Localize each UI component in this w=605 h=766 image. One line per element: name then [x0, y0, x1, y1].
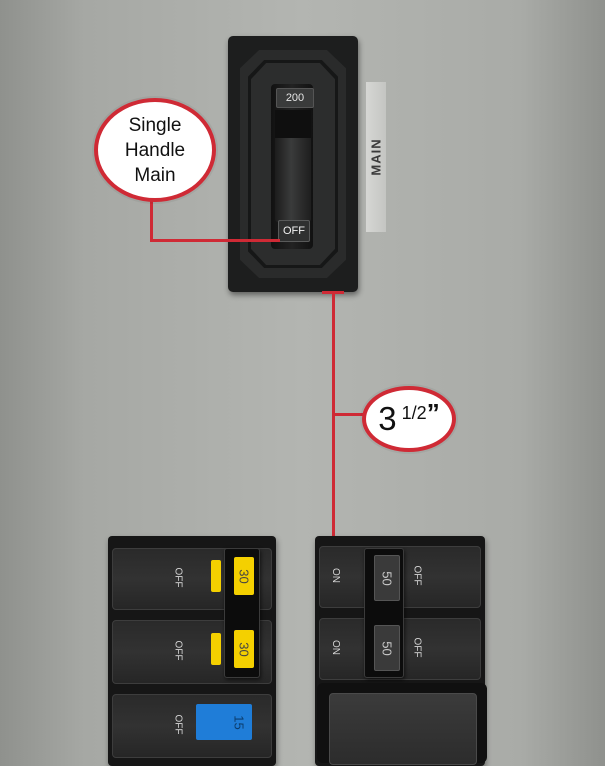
- dimension-tick-top: [322, 291, 344, 294]
- dimension-unit: ”: [426, 397, 440, 428]
- breaker-rating: 50: [379, 570, 395, 586]
- breaker-rating: 15: [231, 714, 247, 730]
- dimension-leader: [334, 413, 364, 416]
- main-rating-label: 200: [276, 88, 314, 108]
- breaker-toggle-30a-rating: 30: [234, 557, 254, 595]
- breaker-rating: 30: [236, 641, 252, 657]
- breaker-off-label: OFF: [411, 565, 423, 586]
- callout-leader-vertical: [150, 192, 153, 242]
- breaker-on-label: ON: [330, 640, 341, 655]
- dimension-fraction: 1/2: [401, 402, 427, 423]
- main-callout-text: Single Handle Main: [124, 114, 186, 186]
- callout-leader-horizontal: [150, 239, 280, 242]
- breaker-toggle-50a[interactable]: 50: [374, 625, 400, 671]
- breaker-off-label: OFF: [411, 637, 423, 658]
- breaker-toggle-30a-rating: 30: [234, 630, 254, 668]
- blank-breaker-cover: [329, 693, 477, 765]
- main-callout-bubble: Single Handle Main: [94, 98, 216, 202]
- breaker-off-label: OFF: [172, 567, 184, 588]
- breaker-toggle-30a[interactable]: [211, 560, 221, 592]
- main-off-label: OFF: [278, 220, 310, 242]
- main-handle-top: [275, 110, 311, 138]
- breaker-off-label: OFF: [172, 640, 184, 661]
- dimension-whole: 3: [378, 399, 397, 437]
- main-side-tag-text: MAIN: [368, 138, 384, 176]
- breaker-off-label: OFF: [172, 714, 184, 735]
- breaker-toggle-30a[interactable]: [211, 633, 221, 665]
- breaker-rating: 30: [236, 568, 252, 584]
- breaker-on-label: ON: [330, 568, 341, 583]
- dimension-line: [332, 292, 335, 538]
- breaker-toggle-15a[interactable]: 15: [196, 704, 252, 740]
- breaker-rating: 50: [379, 640, 395, 656]
- breaker-toggle-50a[interactable]: 50: [374, 555, 400, 601]
- main-side-tag: MAIN: [366, 82, 386, 232]
- main-breaker: 200 OFF: [228, 36, 358, 292]
